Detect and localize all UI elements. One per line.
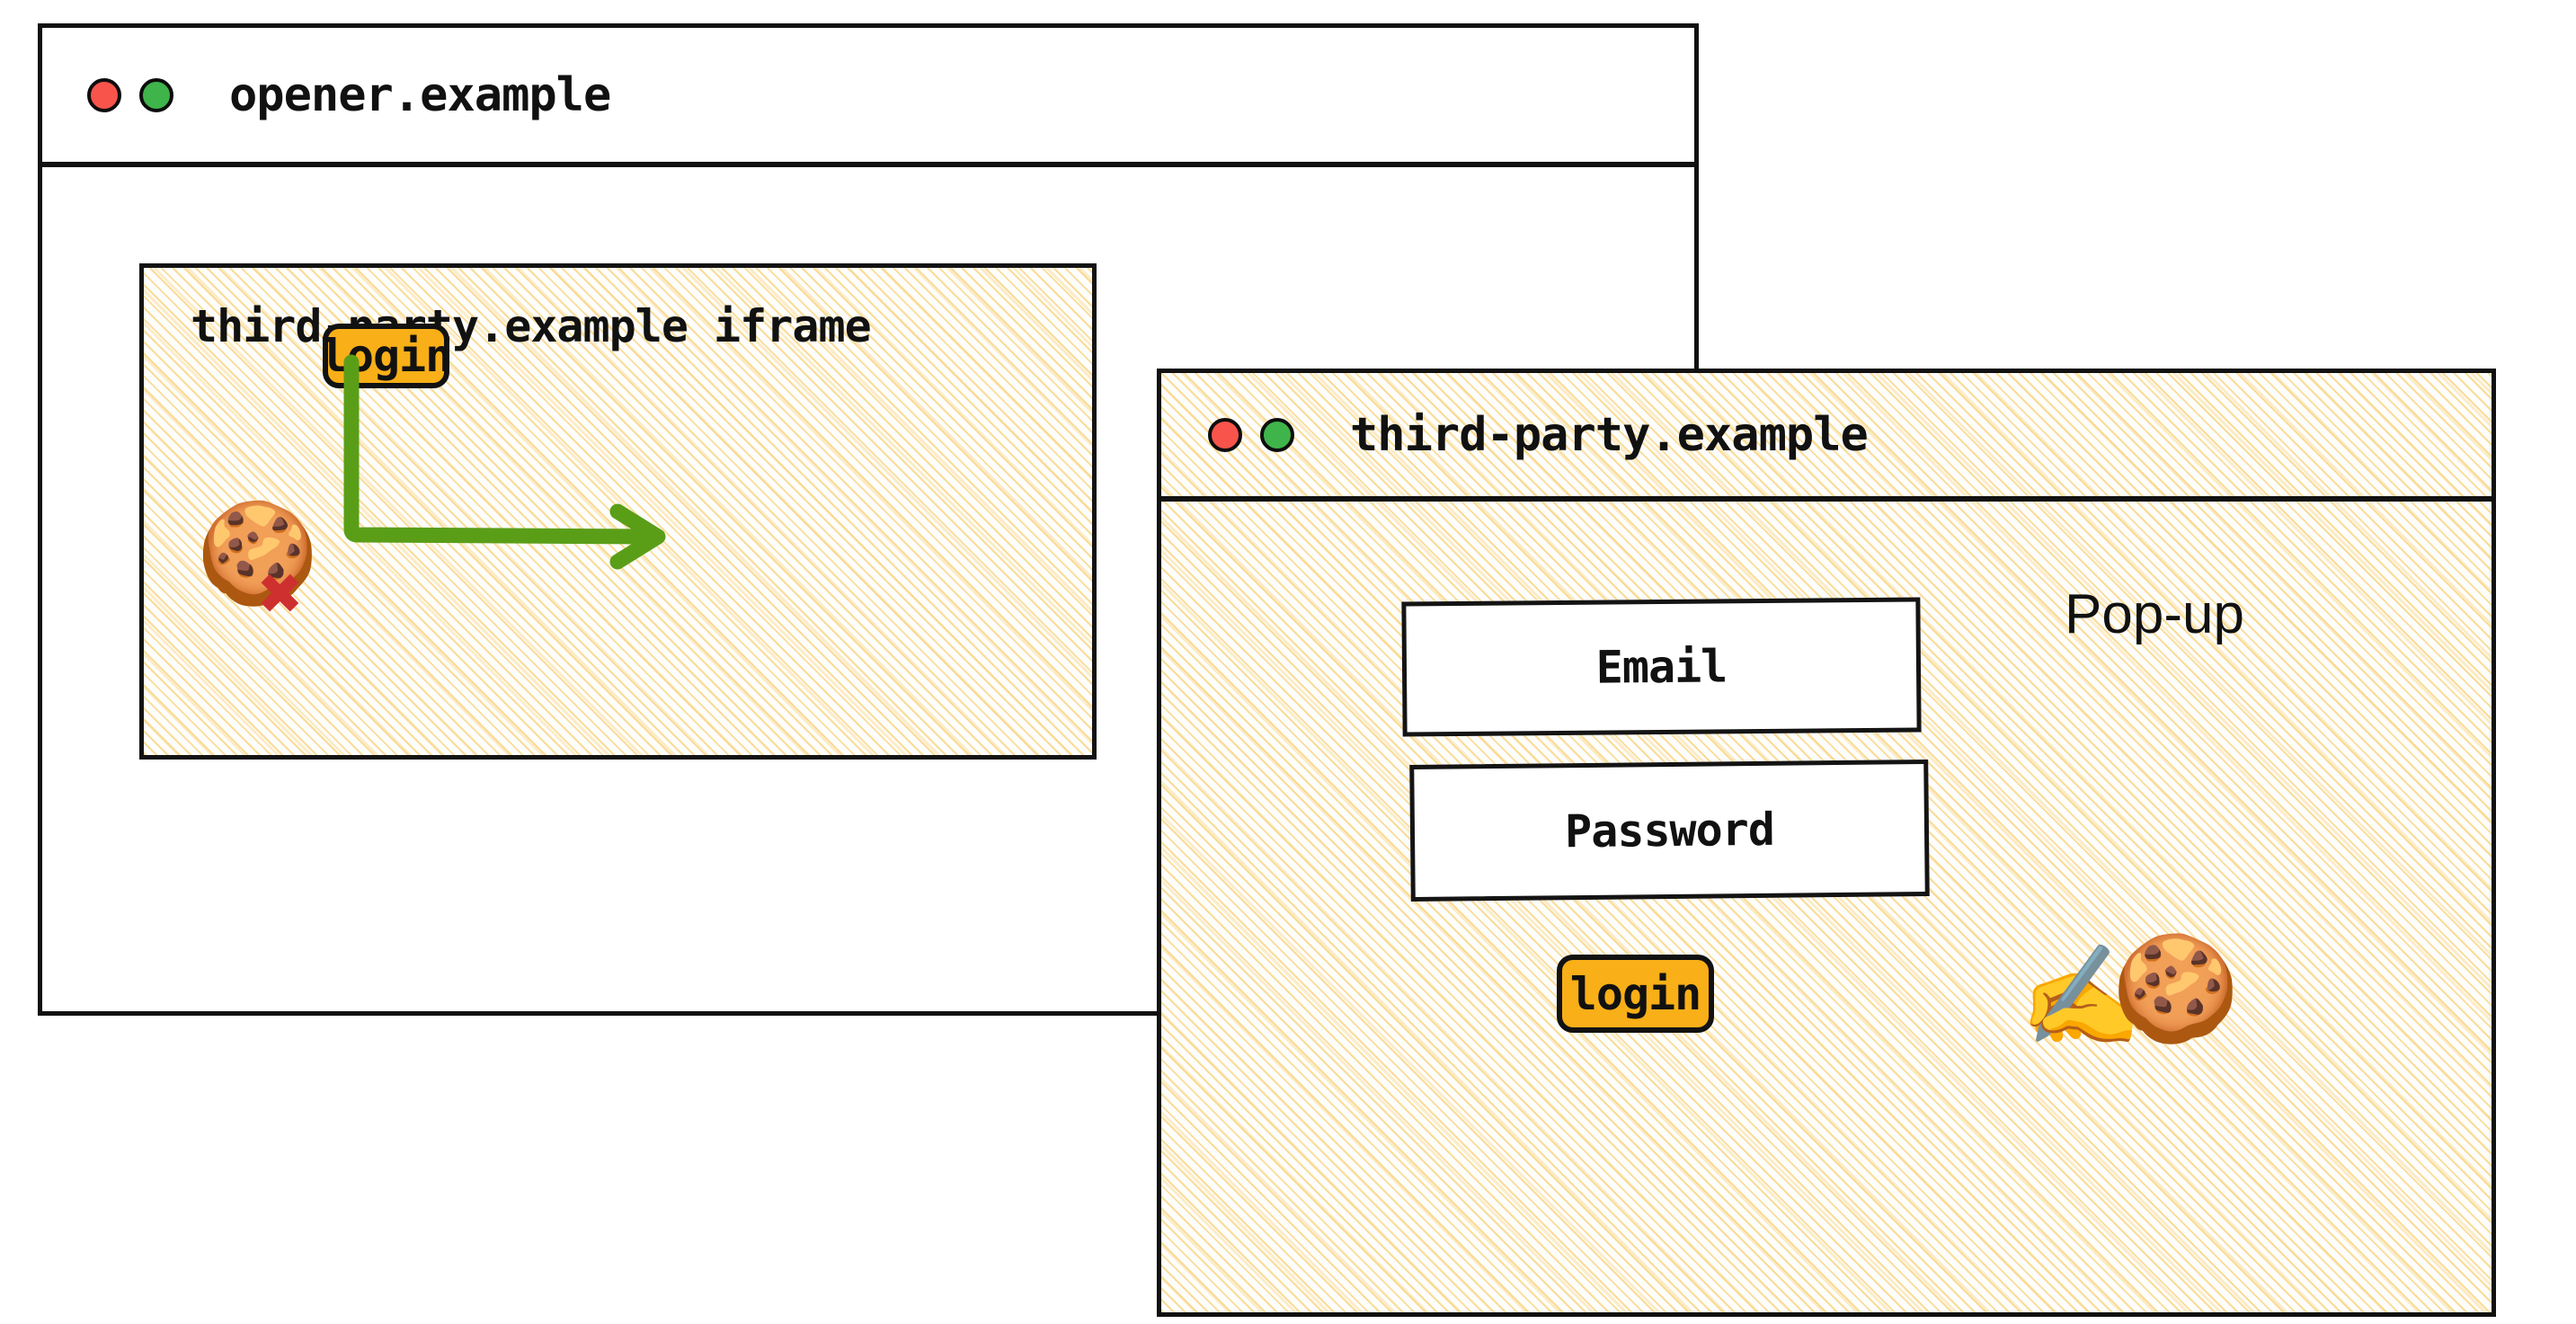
writing-hand-icon: ✍️: [2020, 938, 2143, 1053]
popup-window-title: third-party.example: [1350, 407, 1869, 462]
cookie-icon: 🍪: [2111, 929, 2241, 1049]
iframe-title-label: third-party.example iframe: [191, 300, 872, 352]
flow-arrow-icon: [343, 354, 666, 570]
opener-window-title: opener.example: [229, 67, 611, 122]
maximize-dot[interactable]: [1260, 417, 1294, 452]
popup-window-content: Email Password login Pop-up ✍️ 🍪: [1161, 502, 2492, 1312]
email-field[interactable]: Email: [1401, 597, 1922, 737]
close-dot[interactable]: [87, 77, 121, 112]
popup-login-button[interactable]: login: [1557, 955, 1714, 1033]
password-field[interactable]: Password: [1409, 759, 1930, 902]
popup-window-titlebar: third-party.example: [1161, 373, 2492, 502]
cookie-icon: 🍪: [196, 495, 319, 610]
third-party-iframe: third-party.example iframe 🍪 ✖ login: [139, 263, 1097, 760]
close-dot[interactable]: [1208, 417, 1242, 452]
cross-mark-icon: ✖: [259, 551, 304, 636]
opener-window-titlebar: opener.example: [42, 28, 1694, 167]
popup-browser-window: third-party.example Email Password login…: [1157, 369, 2496, 1317]
popup-login-button-wrapper: login: [1557, 955, 1714, 1033]
maximize-dot[interactable]: [139, 77, 173, 112]
popup-annotation-label: Pop-up: [2065, 583, 2244, 645]
